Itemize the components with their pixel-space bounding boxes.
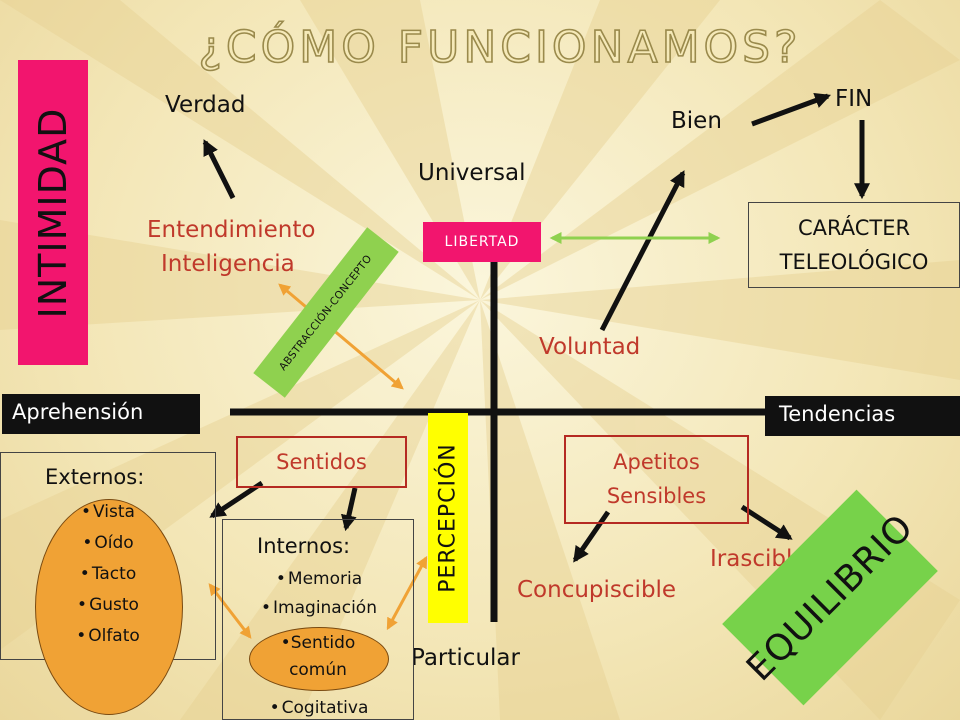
internos-heading: Internos:	[257, 534, 351, 558]
caracter-teleologico-box: CARÁCTER TELEOLÓGICO	[748, 202, 960, 288]
page-title: ¿CÓMO FUNCIONAMOS?	[198, 21, 802, 74]
sentido-comun-line2: común	[289, 660, 347, 680]
intimidad-label: INTIMIDAD	[31, 107, 75, 318]
externos-list: Vista Oído Tacto Gusto Olfato	[35, 497, 181, 652]
intimidad-box: INTIMIDAD	[18, 60, 88, 365]
sentido-comun-label: •Sentido común	[249, 630, 387, 684]
internos-list-bottom: Cogitativa	[223, 694, 413, 719]
caracter-line2: TELEOLÓGICO	[779, 250, 929, 274]
externos-heading: Externos:	[45, 465, 145, 489]
apetitos-sensibles-box: Apetitos Sensibles	[564, 435, 749, 524]
internos-item: Cogitativa	[223, 694, 413, 719]
sentido-comun-ellipse	[249, 627, 389, 691]
externos-item: Tacto	[35, 559, 181, 590]
externos-item: Oído	[35, 528, 181, 559]
aprehension-box: Aprehensión	[2, 394, 200, 434]
percepcion-label: PERCEPCIÓN	[435, 443, 461, 593]
libertad-box: LIBERTAD	[423, 222, 541, 262]
externos-box: Externos: Vista Oído Tacto Gusto Olfato	[0, 452, 216, 715]
externos-item: Olfato	[35, 621, 181, 652]
tendencias-box: Tendencias	[765, 396, 960, 436]
internos-box: Internos: Memoria Imaginación •Sentido c…	[222, 519, 414, 720]
entendimiento-label: Entendimiento Inteligencia	[147, 213, 315, 281]
fin-label: FIN	[835, 86, 873, 112]
internos-item: Imaginación	[223, 594, 413, 623]
concupiscible-label: Concupiscible	[517, 577, 677, 603]
apetitos-line2: Sensibles	[606, 484, 707, 508]
internos-list-top: Memoria Imaginación	[223, 565, 413, 623]
bien-label: Bien	[671, 108, 722, 134]
verdad-label: Verdad	[165, 92, 246, 118]
externos-item: Gusto	[35, 590, 181, 621]
sentidos-box: Sentidos	[236, 436, 407, 488]
voluntad-label: Voluntad	[539, 334, 641, 360]
particular-label: Particular	[411, 645, 520, 671]
entendimiento-line2: Inteligencia	[161, 251, 295, 277]
externos-item: Vista	[35, 497, 181, 528]
caracter-line1: CARÁCTER	[797, 216, 911, 240]
universal-label: Universal	[418, 160, 526, 186]
internos-item: Memoria	[223, 565, 413, 594]
percepcion-box: PERCEPCIÓN	[428, 413, 468, 623]
apetitos-line1: Apetitos	[613, 450, 700, 474]
entendimiento-line1: Entendimiento	[147, 217, 316, 243]
sentido-comun-line1: •Sentido	[280, 633, 356, 653]
